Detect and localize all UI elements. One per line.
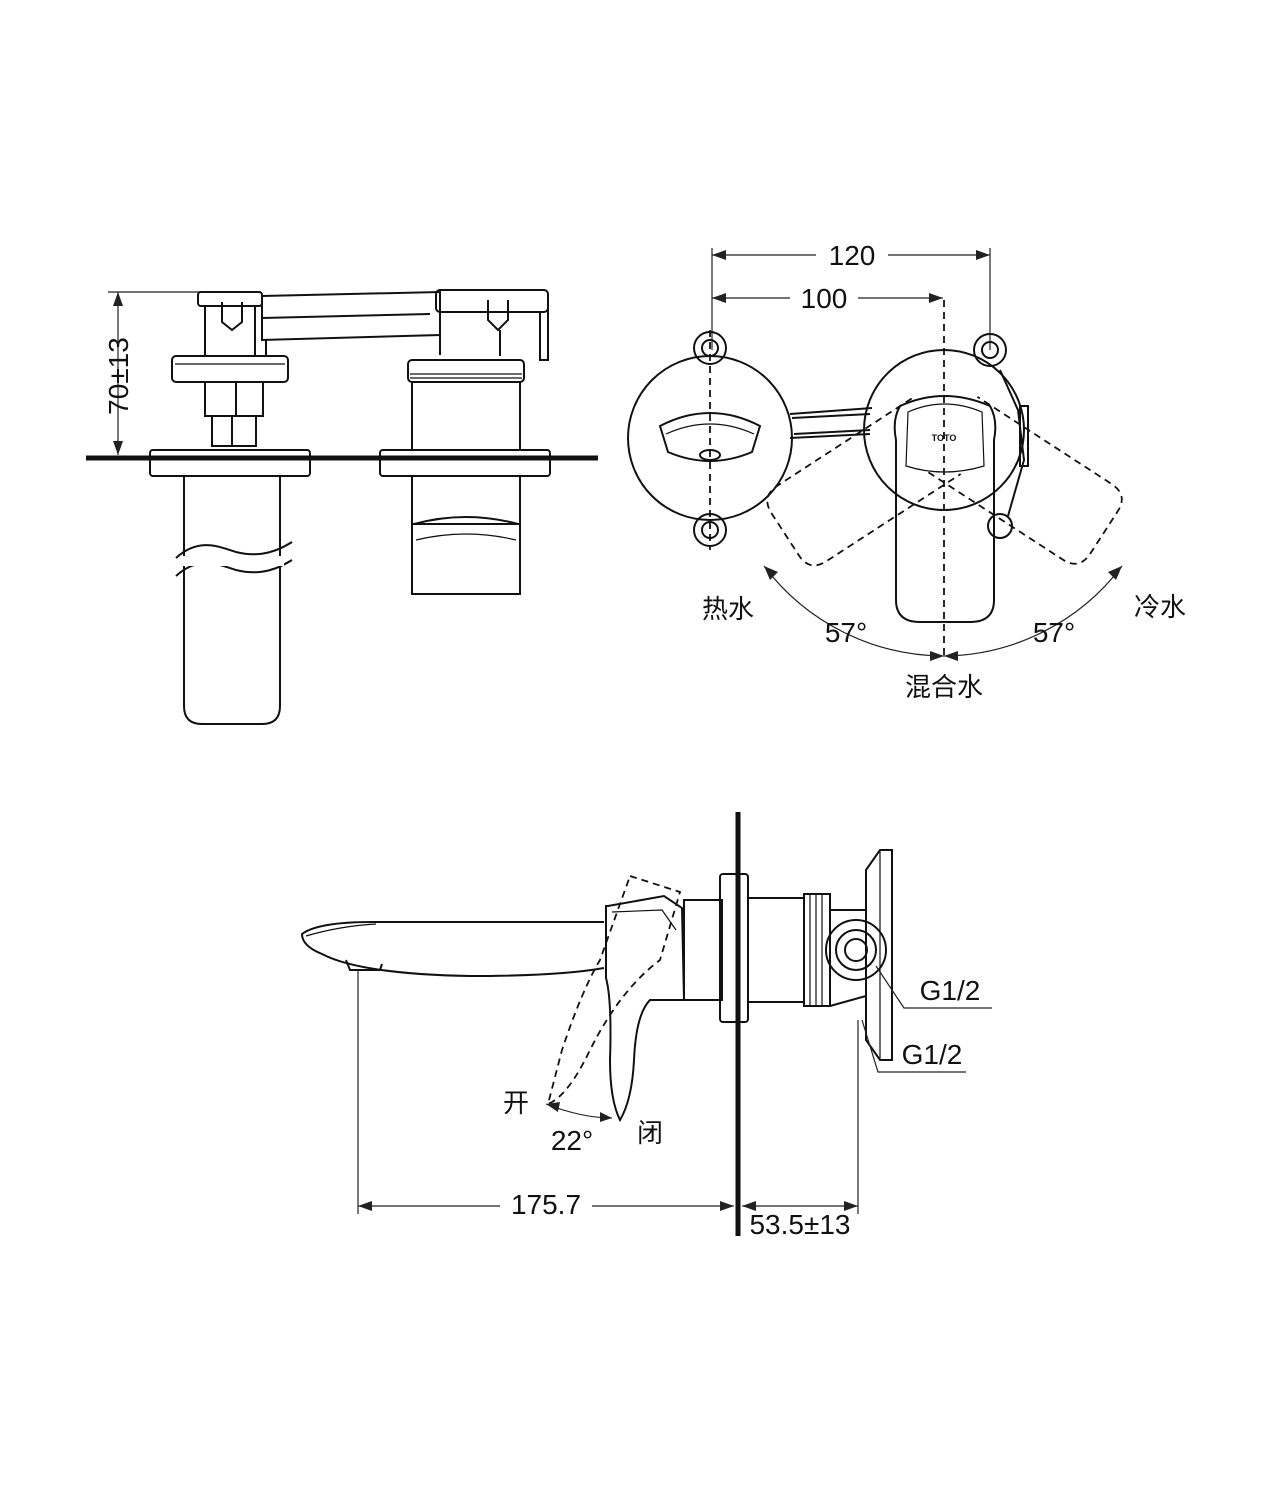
side-view: 开 闭 22° G1/2 G1/2 175.7 53 — [300, 812, 992, 1240]
lever-open — [546, 874, 682, 1106]
mixed-water-label: 混合水 — [905, 672, 983, 702]
dimension-120-label: 120 — [829, 240, 876, 271]
angle-right-label: 57° — [1033, 617, 1075, 648]
front-view: 70±13 — [86, 289, 598, 725]
lever-angle-label: 22° — [551, 1125, 593, 1156]
handle-top-view — [893, 395, 997, 623]
spout — [300, 921, 605, 978]
angle-left-label: 57° — [825, 617, 867, 648]
spout-length-label: 175.7 — [511, 1189, 581, 1220]
thread-size-upper-label: G1/2 — [920, 975, 981, 1006]
hot-water-label: 热水 — [702, 594, 754, 624]
lever-closed — [605, 894, 686, 1123]
top-view: 120 100 TOTO — [627, 236, 1186, 702]
dimension-100-label: 100 — [801, 283, 848, 314]
closed-label: 闭 — [637, 1118, 663, 1148]
cold-water-label: 冷水 — [1134, 592, 1186, 622]
height-dimension-label: 70±13 — [103, 337, 134, 415]
open-label: 开 — [503, 1088, 529, 1118]
depth-dimension-label: 53.5±13 — [749, 1209, 850, 1240]
thread-size-lower-label: G1/2 — [902, 1039, 963, 1070]
